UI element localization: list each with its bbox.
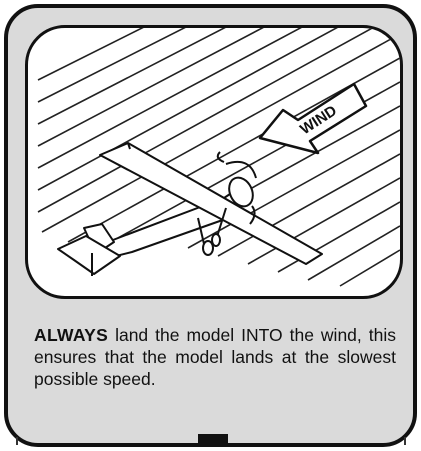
left-tick-mark (16, 437, 18, 445)
caption-emphasis: ALWAYS (34, 325, 108, 345)
bottom-tab-marker (198, 434, 228, 447)
right-tick-mark (404, 437, 406, 445)
wind-arrow-icon: WIND (260, 84, 366, 153)
instruction-card: WIND (4, 4, 417, 447)
landing-illustration: WIND (28, 28, 400, 296)
illustration-panel: WIND (25, 25, 403, 299)
model-airplane-icon (58, 143, 322, 276)
caption: ALWAYS land the model INTO the wind, thi… (34, 324, 396, 390)
